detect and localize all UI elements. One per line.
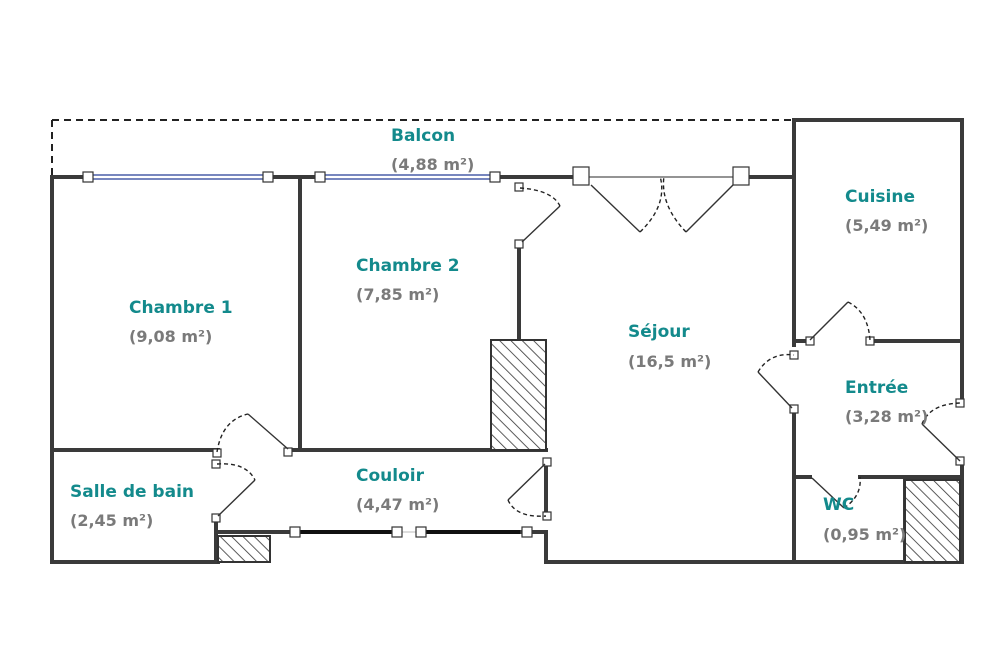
room-name-balcon: Balcon xyxy=(391,126,455,146)
room-name-couloir: Couloir xyxy=(356,466,425,486)
balcony-outline xyxy=(51,119,794,175)
room-area-chambre-2: (7,85 m²) xyxy=(356,285,439,304)
room-area-cuisine: (5,49 m²) xyxy=(845,216,928,235)
room-area-couloir: (4,47 m²) xyxy=(356,495,439,514)
room-labels: Balcon (4,88 m²) Chambre 1 (9,08 m²) Cha… xyxy=(70,126,928,544)
duct-shafts xyxy=(217,339,961,563)
room-area-sejour: (16,5 m²) xyxy=(628,352,711,371)
room-area-chambre-1: (9,08 m²) xyxy=(129,327,212,346)
room-area-balcon: (4,88 m²) xyxy=(391,155,474,174)
doors xyxy=(211,182,965,523)
room-name-chambre-1: Chambre 1 xyxy=(129,298,233,318)
room-name-chambre-2: Chambre 2 xyxy=(356,256,460,276)
room-name-salle-de-bain: Salle de bain xyxy=(70,482,194,502)
room-name-cuisine: Cuisine xyxy=(845,187,915,207)
room-name-wc: WC xyxy=(823,495,854,515)
corridor-sliding-doors xyxy=(289,526,533,538)
french-window xyxy=(572,166,750,233)
room-area-wc: (0,95 m²) xyxy=(823,525,906,544)
room-area-entree: (3,28 m²) xyxy=(845,407,928,426)
room-name-entree: Entrée xyxy=(845,378,908,398)
room-area-salle-de-bain: (2,45 m²) xyxy=(70,511,153,530)
windows xyxy=(82,171,501,183)
room-name-sejour: Séjour xyxy=(628,322,690,342)
